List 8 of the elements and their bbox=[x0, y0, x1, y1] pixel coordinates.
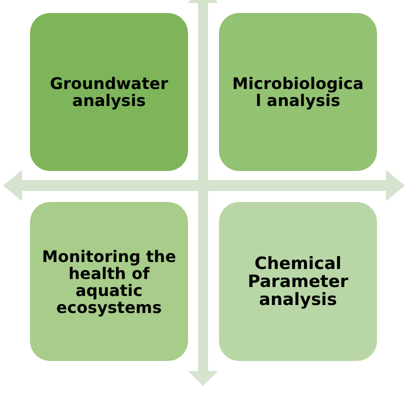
topic-card bbox=[219, 13, 377, 171]
card-title: Chemical Parameter analysis bbox=[246, 254, 350, 308]
topic-card bbox=[30, 13, 188, 171]
topic-card bbox=[219, 202, 377, 361]
topic-card bbox=[30, 202, 188, 361]
card-title: Microbiologica l analysis bbox=[231, 75, 365, 109]
card-title: Monitoring the health of aquatic ecosystems bbox=[40, 248, 178, 316]
card-title: Groundwater analysis bbox=[48, 75, 170, 109]
